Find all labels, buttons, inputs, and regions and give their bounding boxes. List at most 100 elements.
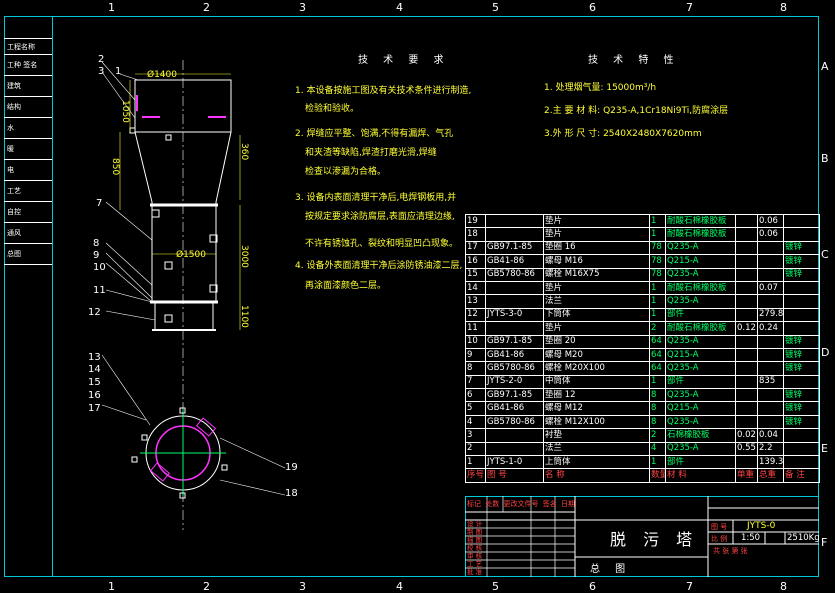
bom-cell xyxy=(485,321,544,336)
bom-cell xyxy=(485,227,544,242)
sign-row: 工 艺 xyxy=(467,560,483,568)
bom-cell: 835 xyxy=(757,374,784,390)
leader-line xyxy=(219,479,286,496)
bom-cell: 3 xyxy=(465,428,486,443)
tech-features-title: 技 术 特 性 xyxy=(588,55,680,66)
bom-cell: 镀锌 xyxy=(783,347,820,363)
callout-label: 2 xyxy=(98,54,105,65)
bom-cell: 耐酸石棉橡胶板 xyxy=(665,321,736,336)
ruler-letter: F xyxy=(821,536,828,549)
bom-cell: 9 xyxy=(465,347,486,363)
discipline-row: 结构 xyxy=(4,97,52,118)
bom-cell: 139.3 xyxy=(757,455,784,470)
bom-cell: 衬垫 xyxy=(543,428,650,443)
discipline-row: 暖 xyxy=(4,139,52,160)
bom-cell: 法兰 xyxy=(543,441,650,457)
callout-label: 13 xyxy=(88,352,101,363)
bom-cell xyxy=(735,254,758,269)
scale-label: 比 例 xyxy=(711,535,728,543)
ruler-number: 3 xyxy=(299,1,306,14)
requirement-line: 再涂面漆颜色二层。 xyxy=(305,281,387,291)
bom-cell: 镀锌 xyxy=(783,240,820,256)
sign-row: 校 核 xyxy=(467,544,483,552)
bom-cell: Q235-A xyxy=(665,441,736,457)
bom-cell: GB5780-86 xyxy=(485,361,544,376)
bom-cell: JYTS-2-0 xyxy=(485,374,544,390)
dim-label: 1100 xyxy=(239,305,249,328)
nozzle xyxy=(129,127,136,134)
inlet-port xyxy=(136,95,138,111)
bom-cell xyxy=(735,347,758,363)
cone-left xyxy=(134,131,153,210)
bom-cell xyxy=(783,428,820,443)
callout-label: 17 xyxy=(88,403,101,414)
bom-cell: 2.2 xyxy=(757,441,784,457)
bom-cell: 2 xyxy=(649,321,666,336)
callout-label: 16 xyxy=(88,390,101,401)
discipline-row: 水 xyxy=(4,118,52,139)
bom-cell: GB97.1-85 xyxy=(485,240,544,256)
bom-cell xyxy=(735,307,758,323)
ruler-number: 3 xyxy=(299,580,306,593)
bom-cell: 螺栓 M16X75 xyxy=(543,267,650,282)
bom-cell: 1 xyxy=(649,280,666,296)
dim-label: 3000 xyxy=(239,245,249,268)
bolt xyxy=(179,407,186,414)
bom-cell xyxy=(735,240,758,256)
nozzle xyxy=(209,234,218,243)
bom-cell xyxy=(783,307,820,323)
signature-rows: 设 计 制 图 描 图 校 核 审 核 工 艺 批 准 xyxy=(467,520,482,576)
plan-nozzle xyxy=(195,417,217,437)
bom-cell xyxy=(757,254,784,269)
bom-cell: 垫片 xyxy=(543,213,650,229)
bom-cell xyxy=(735,227,758,242)
bom-cell: 6 xyxy=(465,388,486,403)
bom-cell: 78 xyxy=(649,240,666,256)
bom-cell: 1 xyxy=(465,455,486,470)
bom-cell xyxy=(735,280,758,296)
callout-label: 7 xyxy=(96,198,103,209)
bom-cell: 1 xyxy=(649,374,666,390)
bom-cell: 0.06 xyxy=(757,213,784,229)
bom-cell: 螺母 M16 xyxy=(543,254,650,269)
bom-cell: 垫圈 16 xyxy=(543,240,650,256)
bom-cell: 8 xyxy=(649,388,666,403)
leader-lines xyxy=(101,61,156,321)
callout-label: 1 xyxy=(115,66,122,77)
bom-cell: 8 xyxy=(465,361,486,376)
bom-cell: 7 xyxy=(465,374,486,390)
ruler-number: 5 xyxy=(492,1,499,14)
tech-requirements-title: 技 术 要 求 xyxy=(358,55,450,66)
discipline-row: 建筑 xyxy=(4,76,52,97)
bom-cell: 0.55 xyxy=(735,441,758,457)
sign-row: 审 核 xyxy=(467,552,483,560)
bom-cell: 78 xyxy=(649,267,666,282)
bom-cell: Q235-A xyxy=(665,361,736,376)
bom-cell: 垫片 xyxy=(543,227,650,242)
feature-line: 1. 处理烟气量: 15000m³/h xyxy=(544,83,657,93)
bom-cell: 镀锌 xyxy=(783,388,820,403)
bom-cell: 部件 xyxy=(665,307,736,323)
bom-cell: 石棉橡胶板 xyxy=(665,428,736,443)
bom-cell xyxy=(485,213,544,229)
bom-cell xyxy=(735,388,758,403)
drawing-name: 脱 污 塔 xyxy=(610,530,699,549)
bom-cell: 部件 xyxy=(665,374,736,390)
bom-cell xyxy=(757,294,784,309)
bom-cell: 耐酸石棉橡胶板 xyxy=(665,227,736,242)
bom-cell: 2 xyxy=(649,428,666,443)
bom-cell xyxy=(485,294,544,309)
bom-cell: Q235-A xyxy=(665,267,736,282)
sign-row: 描 图 xyxy=(467,536,483,544)
bom-cell: 1 xyxy=(649,227,666,242)
bom-cell: 上筒体 xyxy=(543,455,650,470)
callout-label: 8 xyxy=(93,238,100,249)
bom-cell xyxy=(757,240,784,256)
